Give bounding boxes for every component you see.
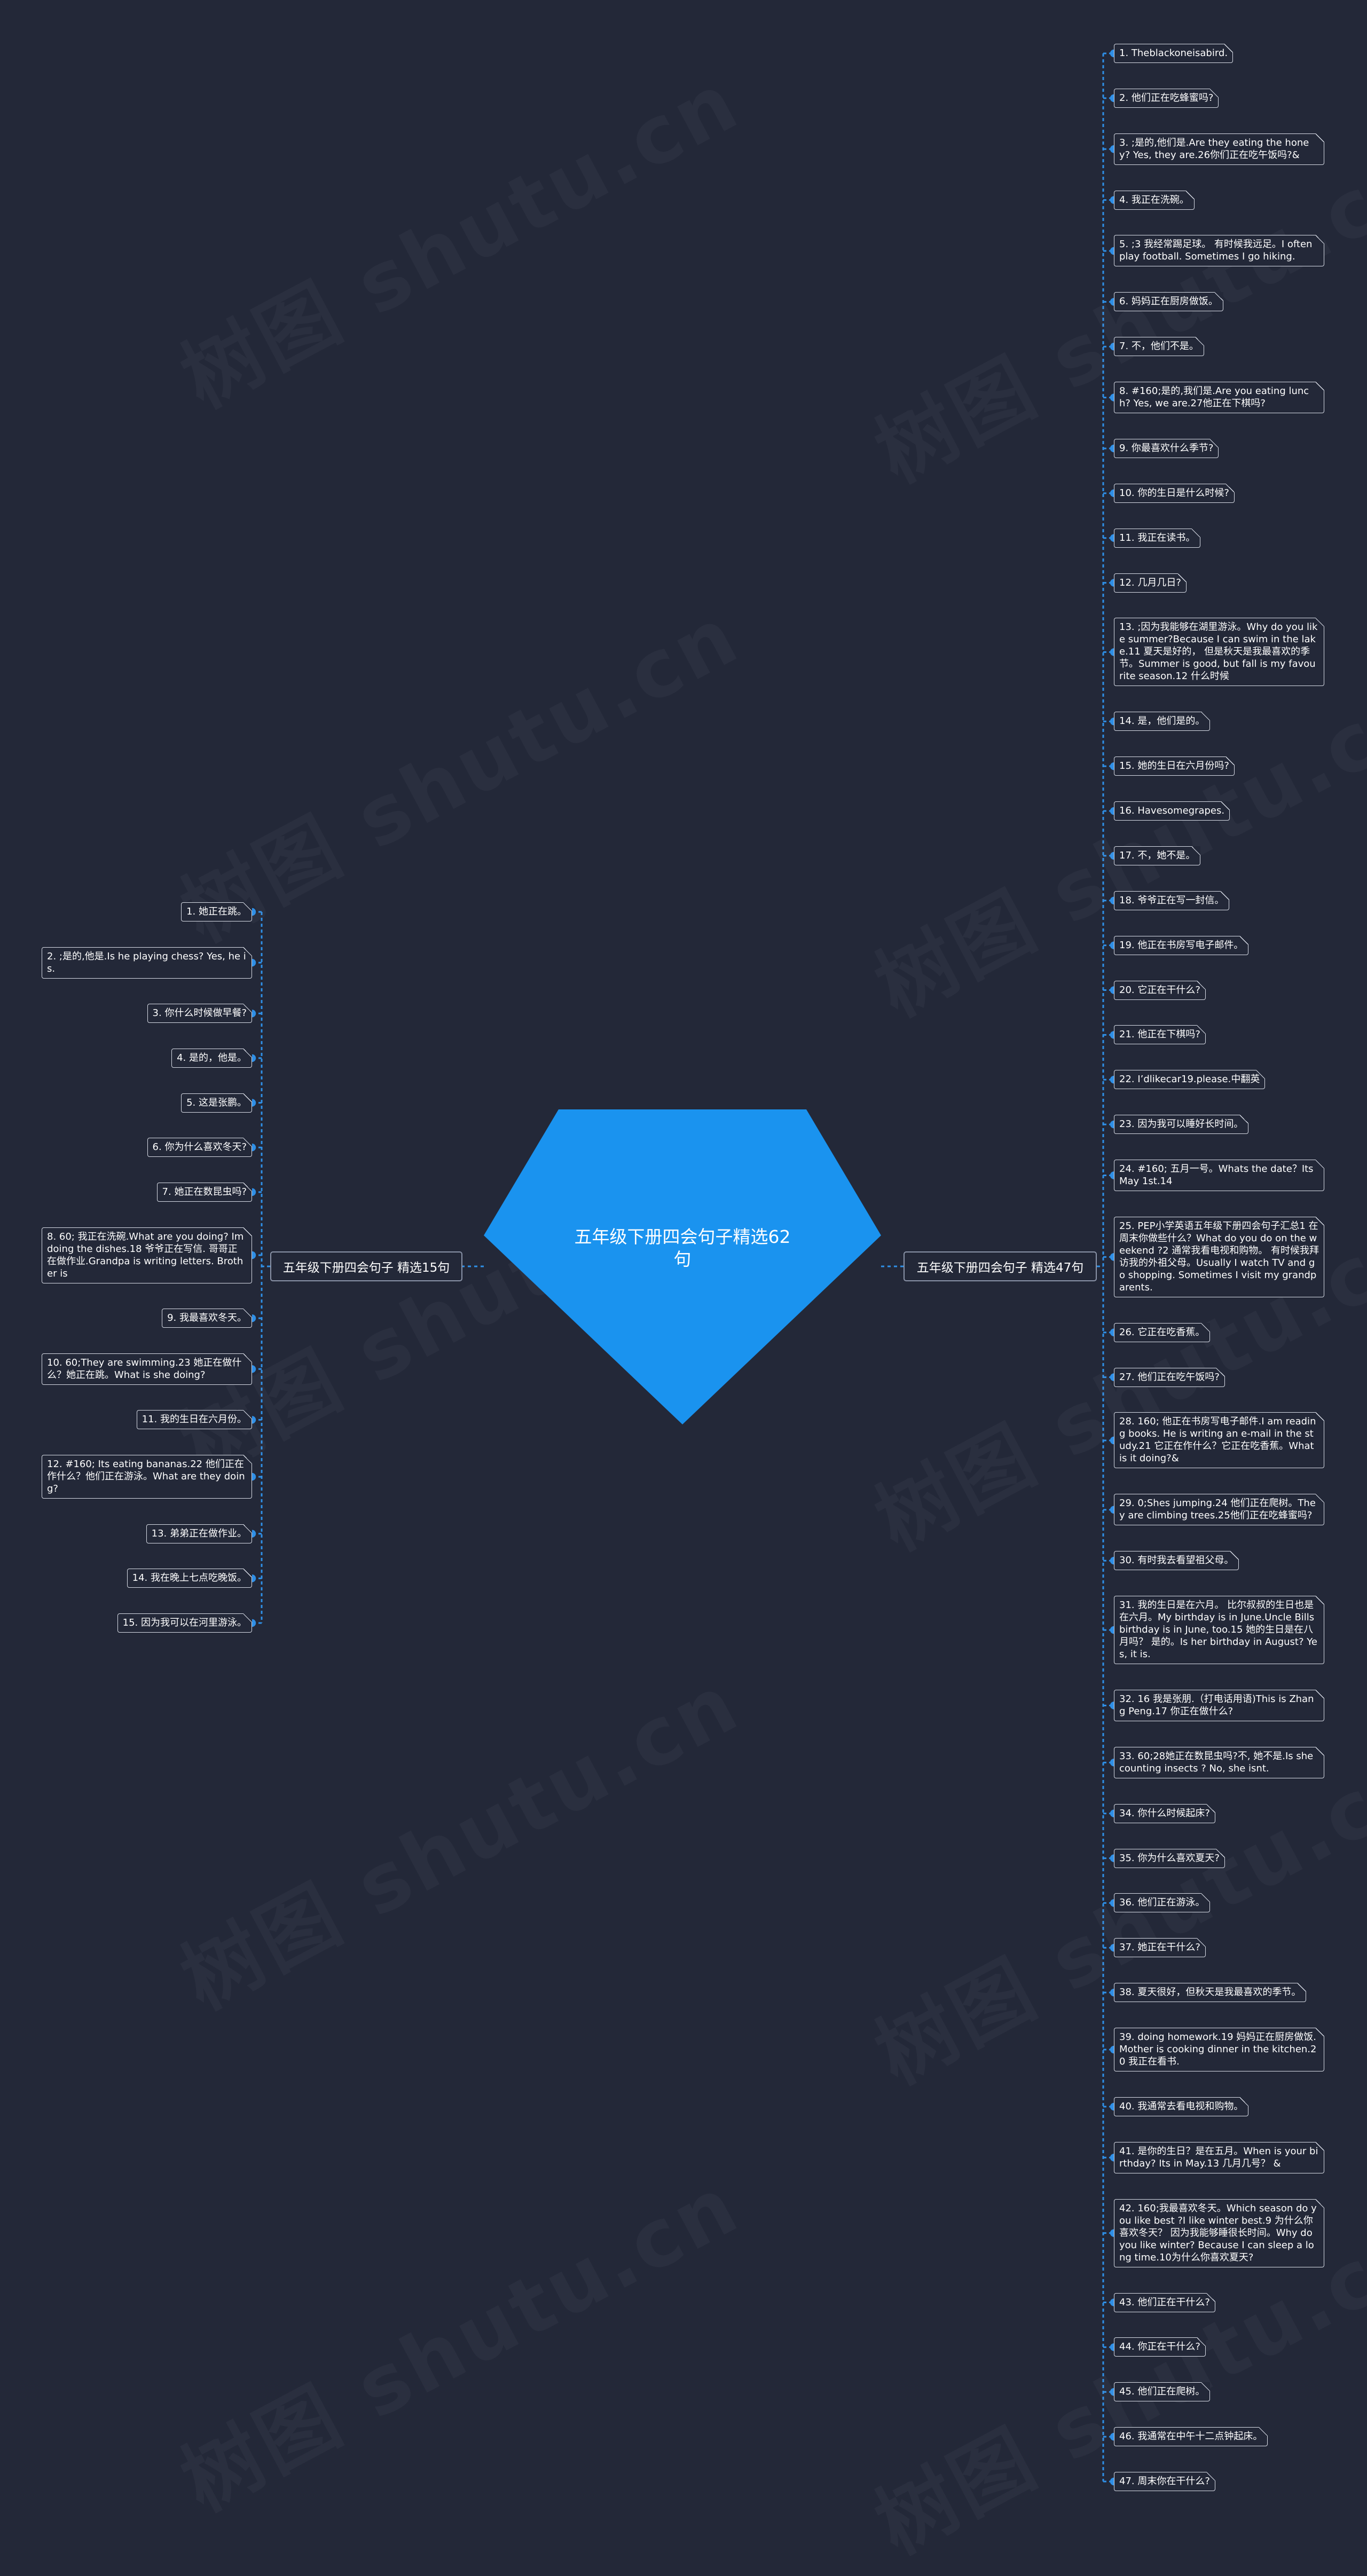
right-leaf-9[interactable]: 9. 你最喜欢什么季节? xyxy=(1114,439,1219,458)
right-leaf-23[interactable]: 23. 因为我可以睡好长时间。 xyxy=(1114,1115,1249,1134)
right-leaf-11[interactable]: 11. 我正在读书。 xyxy=(1114,529,1201,548)
left-leaf-2[interactable]: 2. ;是的,他是.Is he playing chess? Yes, he i… xyxy=(42,947,252,979)
left-leaf-1[interactable]: 1. 她正在跳。 xyxy=(181,902,252,921)
left-leaf-13[interactable]: 13. 弟弟正在做作业。 xyxy=(146,1524,253,1543)
right-leaf-38[interactable]: 38. 夏天很好，但秋天是我最喜欢的季节。 xyxy=(1114,1983,1307,2002)
left-leaf-7[interactable]: 7. 她正在数昆虫吗? xyxy=(156,1183,253,1202)
watermark-text: 树图 shutu.cn xyxy=(159,1640,756,2031)
right-leaf-22[interactable]: 22. I’dlikecar19.please.中翻英 xyxy=(1114,1070,1266,1089)
right-leaf-3[interactable]: 3. ;是的,他们是.Are they eating the honey? Ye… xyxy=(1114,133,1324,165)
left-leaf-6[interactable]: 6. 你为什么喜欢冬天? xyxy=(147,1138,253,1157)
right-leaf-18[interactable]: 18. 爷爷正在写一封信。 xyxy=(1114,891,1230,910)
right-branch-label: 五年级下册四会句子 精选47句 xyxy=(916,1261,1084,1275)
right-leaf-21[interactable]: 21. 他正在下棋吗? xyxy=(1114,1025,1206,1044)
right-leaf-15[interactable]: 15. 她的生日在六月份吗? xyxy=(1114,757,1235,776)
left-leaf-5[interactable]: 5. 这是张鹏。 xyxy=(181,1093,252,1113)
right-leaf-45[interactable]: 45. 他们正在爬树。 xyxy=(1114,2382,1211,2401)
right-leaf-28[interactable]: 28. 160; 他正在书房写电子邮件.I am reading books. … xyxy=(1114,1412,1324,1468)
right-leaf-35[interactable]: 35. 你为什么喜欢夏天? xyxy=(1114,1849,1225,1868)
left-branch-label: 五年级下册四会句子 精选15句 xyxy=(282,1261,450,1275)
left-leaf-8[interactable]: 8. 60; 我正在洗碗.What are you doing? Im doin… xyxy=(42,1227,252,1283)
right-leaf-29[interactable]: 29. 0;Shes jumping.24 他们正在爬树。They are cl… xyxy=(1114,1494,1324,1525)
right-leaf-10[interactable]: 10. 你的生日是什么时候? xyxy=(1114,484,1235,503)
left-leaf-3[interactable]: 3. 你什么时候做早餐? xyxy=(147,1004,253,1023)
right-leaf-24[interactable]: 24. #160; 五月一号。Whats the date？Its May 1s… xyxy=(1114,1160,1324,1191)
left-leaf-15[interactable]: 15. 因为我可以在河里游泳。 xyxy=(117,1613,253,1633)
right-leaf-43[interactable]: 43. 他们正在干什么? xyxy=(1114,2293,1215,2312)
left-leaf-12[interactable]: 12. #160; Its eating bananas.22 他们正在作什么？… xyxy=(42,1455,252,1499)
right-leaf-16[interactable]: 16. Havesomegrapes. xyxy=(1114,801,1230,821)
center-topic[interactable]: 五年级下册四会句子精选62句 xyxy=(484,1109,881,1424)
right-leaf-12[interactable]: 12. 几月几日? xyxy=(1114,573,1187,593)
right-leaf-2[interactable]: 2. 他们正在吃蜂蜜吗? xyxy=(1114,89,1219,108)
right-leaf-14[interactable]: 14. 是，他们是的。 xyxy=(1114,712,1211,731)
right-leaf-26[interactable]: 26. 它正在吃香蕉。 xyxy=(1114,1323,1211,1342)
right-leaf-33[interactable]: 33. 60;28她正在数昆虫吗?不, 她不是.Is she counting … xyxy=(1114,1747,1324,1778)
right-leaf-1[interactable]: 1. Theblackoneisabird. xyxy=(1114,44,1234,63)
right-leaf-6[interactable]: 6. 妈妈正在厨房做饭。 xyxy=(1114,292,1223,311)
right-leaf-13[interactable]: 13. ;因为我能够在湖里游泳。Why do you like summer?B… xyxy=(1114,618,1324,686)
right-leaf-39[interactable]: 39. doing homework.19 妈妈正在厨房做饭.Mother is… xyxy=(1114,2028,1324,2071)
right-leaf-41[interactable]: 41. 是你的生日？是在五月。When is your birthday? It… xyxy=(1114,2142,1324,2173)
right-leaf-17[interactable]: 17. 不，她不是。 xyxy=(1114,846,1201,865)
right-leaf-40[interactable]: 40. 我通常去看电视和购物。 xyxy=(1114,2097,1249,2116)
left-branch-node[interactable]: 五年级下册四会句子 精选15句 xyxy=(270,1251,462,1281)
right-branch-node[interactable]: 五年级下册四会句子 精选47句 xyxy=(904,1251,1097,1281)
right-leaf-42[interactable]: 42. 160;我最喜欢冬天。Which season do you like … xyxy=(1114,2199,1324,2267)
right-leaf-30[interactable]: 30. 有时我去看望祖父母。 xyxy=(1114,1551,1239,1570)
left-leaf-9[interactable]: 9. 我最喜欢冬天。 xyxy=(162,1309,252,1328)
watermark-text: 树图 shutu.cn xyxy=(159,2142,756,2533)
center-title: 五年级下册四会句子精选62句 xyxy=(574,1226,791,1270)
left-leaf-14[interactable]: 14. 我在晚上七点吃晚饭。 xyxy=(127,1569,253,1588)
right-leaf-7[interactable]: 7. 不，他们不是。 xyxy=(1114,337,1204,356)
watermark-text: 树图 shutu.cn xyxy=(853,113,1367,505)
left-leaf-4[interactable]: 4. 是的，他是。 xyxy=(171,1049,252,1068)
right-leaf-5[interactable]: 5. ;3 我经常踢足球。 有时候我远足。I often play footba… xyxy=(1114,235,1324,266)
right-leaf-46[interactable]: 46. 我通常在中午十二点钟起床。 xyxy=(1114,2427,1268,2446)
right-leaf-27[interactable]: 27. 他们正在吃午饭吗? xyxy=(1114,1368,1225,1387)
center-pentagon-shape xyxy=(484,1109,881,1424)
right-leaf-36[interactable]: 36. 他们正在游泳。 xyxy=(1114,1893,1211,1912)
right-leaf-25[interactable]: 25. PEP小学英语五年级下册四会句子汇总1 在周末你做些什么？What do… xyxy=(1114,1217,1324,1297)
right-leaf-34[interactable]: 34. 你什么时候起床? xyxy=(1114,1804,1215,1823)
left-leaf-10[interactable]: 10. 60;They are swimming.23 她正在做什么？她正在跳。… xyxy=(42,1353,252,1385)
left-leaf-11[interactable]: 11. 我的生日在六月份。 xyxy=(136,1410,253,1429)
right-leaf-19[interactable]: 19. 他正在书房写电子邮件。 xyxy=(1114,936,1249,955)
right-leaf-47[interactable]: 47. 周末你在干什么? xyxy=(1114,2472,1215,2491)
right-leaf-44[interactable]: 44. 你正在干什么? xyxy=(1114,2337,1206,2357)
right-leaf-4[interactable]: 4. 我正在洗碗。 xyxy=(1114,191,1195,210)
right-leaf-37[interactable]: 37. 她正在干什么? xyxy=(1114,1938,1206,1957)
watermark-text: 树图 shutu.cn xyxy=(159,38,756,430)
watermark-text: 树图 shutu.cn xyxy=(853,647,1367,1038)
right-leaf-32[interactable]: 32. 16 我是张朋.（打电话用语)This is Zhang Peng.17… xyxy=(1114,1690,1324,1721)
right-leaf-20[interactable]: 20. 它正在干什么? xyxy=(1114,981,1206,1000)
right-leaf-8[interactable]: 8. #160;是的,我们是.Are you eating lunch? Yes… xyxy=(1114,382,1324,413)
right-leaf-31[interactable]: 31. 我的生日是在六月。 比尔叔叔的生日也是在六月。My birthday i… xyxy=(1114,1596,1324,1664)
